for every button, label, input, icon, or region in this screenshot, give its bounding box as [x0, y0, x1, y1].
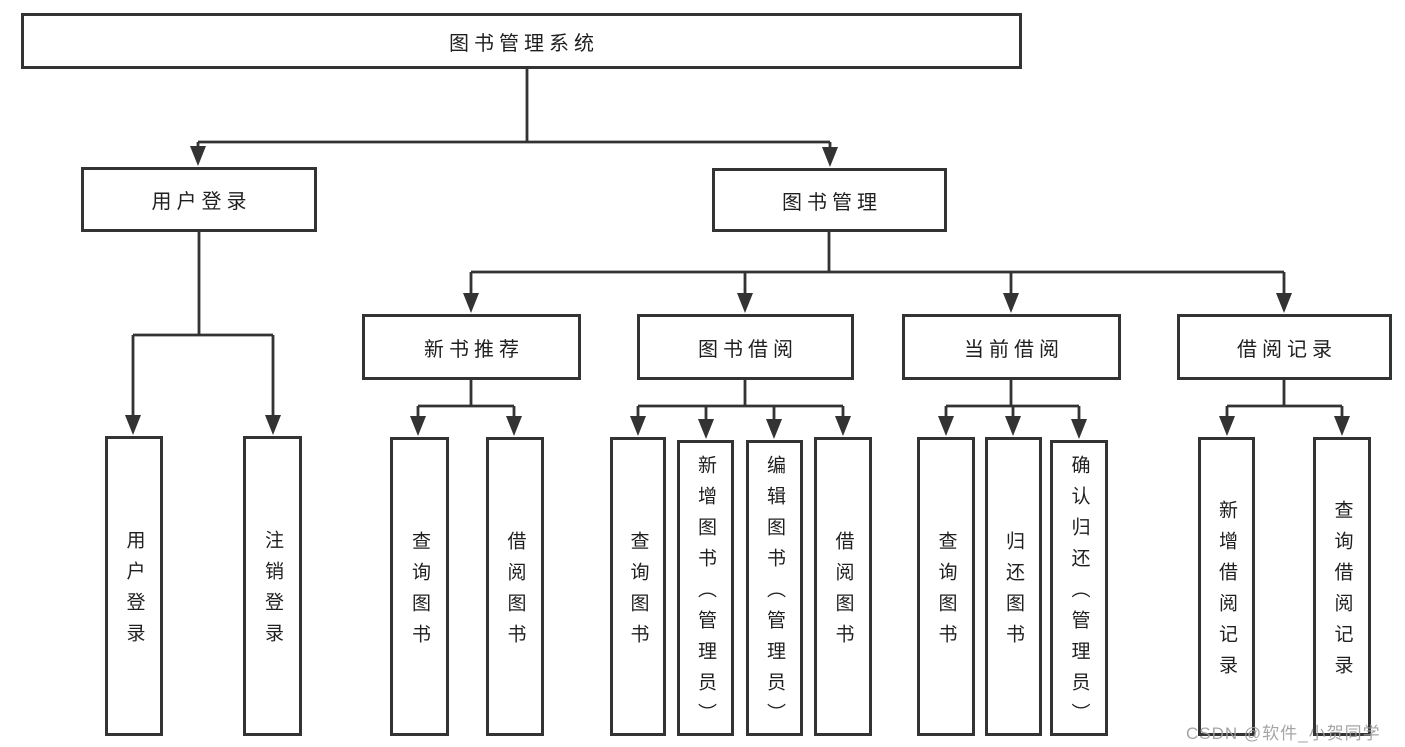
node-book-management: 图书管理 — [712, 168, 947, 232]
leaf-user-login-label: 用户登录 — [123, 530, 145, 654]
leaf-query-books-current-label: 查询图书 — [935, 530, 957, 655]
leaf-add-borrow-record: 新增借阅记录 — [1198, 437, 1255, 736]
node-library-system: 图书管理系统 — [21, 13, 1022, 69]
leaf-logout-label: 注销登录 — [262, 530, 283, 654]
leaf-return-book-label: 归还图书 — [1003, 530, 1024, 655]
connector-arrowheads — [125, 146, 1350, 439]
node-borrow-records-label: 借阅记录 — [1237, 338, 1337, 361]
node-current-borrow: 当前借阅 — [902, 314, 1121, 380]
leaf-user-login: 用户登录 — [105, 436, 163, 736]
leaf-confirm-return-admin: 确认归还（管理员） — [1050, 440, 1108, 736]
node-new-book-recommend: 新书推荐 — [362, 314, 581, 380]
node-user-login-label: 用户登录 — [151, 191, 252, 213]
node-user-login: 用户登录 — [81, 167, 317, 232]
leaf-borrow-books-recommend-label: 借阅图书 — [504, 530, 526, 655]
leaf-query-books-borrow: 查询图书 — [610, 437, 666, 736]
node-book-borrow-label: 图书借阅 — [698, 338, 798, 361]
leaf-query-books-recommend-label: 查询图书 — [409, 530, 430, 655]
connector-lines — [131, 69, 1344, 424]
leaf-add-borrow-record-label: 新增借阅记录 — [1216, 499, 1237, 686]
leaf-logout: 注销登录 — [243, 436, 302, 736]
leaf-query-books-recommend: 查询图书 — [390, 437, 449, 736]
leaf-return-book: 归还图书 — [985, 437, 1042, 736]
leaf-edit-book-admin: 编辑图书（管理员） — [746, 440, 803, 736]
node-new-book-recommend-label: 新书推荐 — [424, 338, 524, 361]
leaf-confirm-return-admin-label: 确认归还（管理员） — [1068, 454, 1090, 734]
leaf-query-books-current: 查询图书 — [917, 437, 975, 736]
node-book-borrow: 图书借阅 — [637, 314, 854, 380]
csdn-watermark: CSDN @软件_小贺同学 — [1186, 724, 1381, 743]
leaf-add-book-admin-label: 新增图书（管理员） — [695, 454, 716, 734]
node-book-management-label: 图书管理 — [782, 191, 882, 214]
leaf-query-borrow-record-label: 查询借阅记录 — [1331, 499, 1353, 686]
leaf-add-book-admin: 新增图书（管理员） — [677, 440, 734, 736]
leaf-query-borrow-record: 查询借阅记录 — [1313, 437, 1371, 736]
leaf-borrow-books-recommend: 借阅图书 — [486, 437, 544, 736]
node-borrow-records: 借阅记录 — [1177, 314, 1392, 380]
node-current-borrow-label: 当前借阅 — [964, 338, 1064, 361]
leaf-borrow-books-borrow: 借阅图书 — [814, 437, 872, 736]
leaf-edit-book-admin-label: 编辑图书（管理员） — [764, 454, 785, 734]
node-library-system-label: 图书管理系统 — [449, 32, 599, 55]
leaf-query-books-borrow-label: 查询图书 — [627, 530, 649, 655]
leaf-borrow-books-borrow-label: 借阅图书 — [832, 530, 854, 655]
